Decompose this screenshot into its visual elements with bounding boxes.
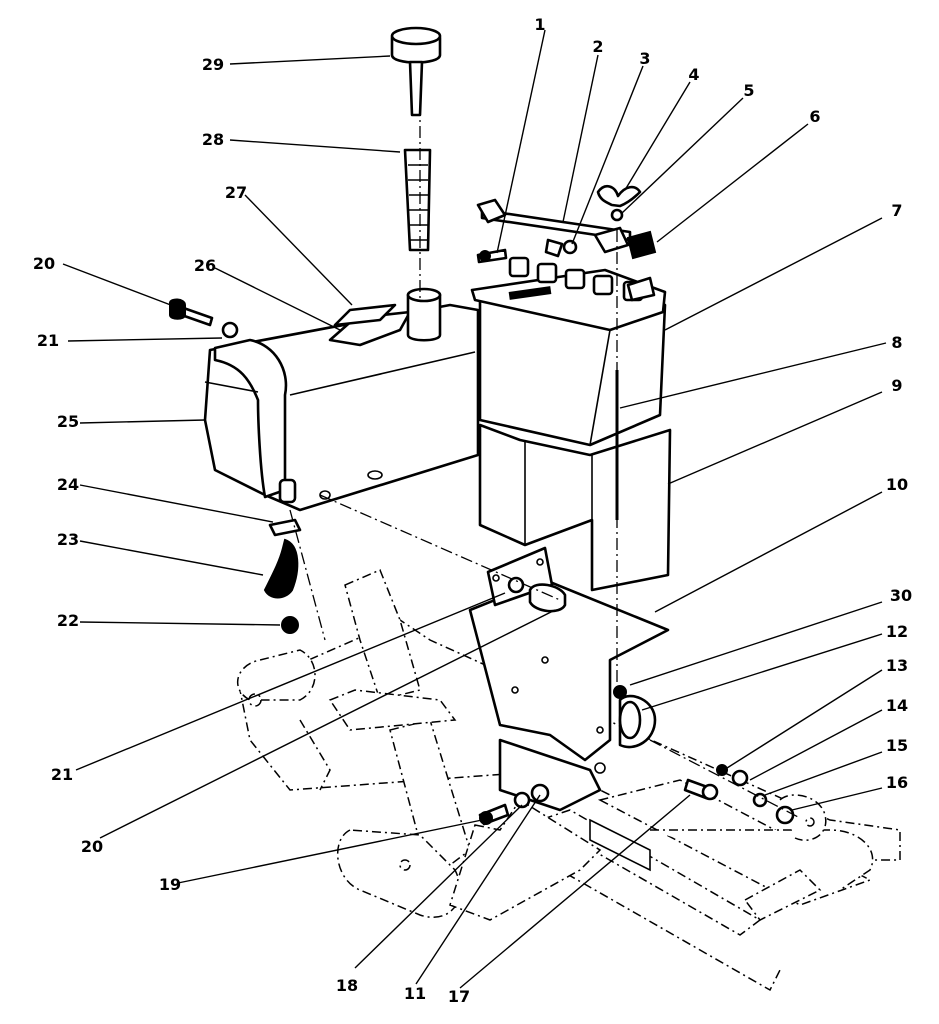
leader-lines — [62, 29, 887, 989]
callout-27: 27 — [225, 183, 247, 202]
callout-20-lower: 20 — [81, 837, 103, 856]
solenoid-hardware — [649, 739, 801, 825]
callout-5: 5 — [743, 81, 754, 100]
callout-18: 18 — [336, 976, 358, 995]
solenoid — [613, 685, 657, 749]
callout-29: 29 — [202, 55, 224, 74]
callout-30: 30 — [890, 586, 912, 605]
tank-bolt — [169, 298, 239, 339]
callout-2: 2 — [592, 37, 603, 56]
callout-7: 7 — [891, 201, 902, 220]
callout-21-upper: 21 — [37, 331, 59, 350]
callout-20-upper: 20 — [33, 254, 55, 273]
callout-17: 17 — [448, 987, 470, 1006]
callout-10: 10 — [886, 475, 908, 494]
callout-23: 23 — [57, 530, 79, 549]
callout-21-lower: 21 — [51, 765, 73, 784]
callout-16: 16 — [886, 773, 908, 792]
filler-neck — [403, 60, 442, 342]
callout-14: 14 — [886, 696, 908, 715]
callout-8: 8 — [891, 333, 902, 352]
fuel-tank — [203, 303, 480, 512]
fuel-cap — [390, 26, 442, 117]
callout-11: 11 — [404, 984, 426, 1003]
callout-25: 25 — [57, 412, 79, 431]
bracket-bolt — [319, 494, 567, 613]
callout-12: 12 — [886, 622, 908, 641]
callout-28: 28 — [202, 130, 224, 149]
callouts: 1 2 3 4 5 6 7 8 9 10 30 12 13 14 15 16 1… — [33, 15, 912, 1006]
battery-tray — [478, 423, 672, 592]
callout-24: 24 — [57, 475, 79, 494]
callout-19: 19 — [159, 875, 181, 894]
mount-hardware — [478, 783, 550, 826]
callout-13: 13 — [886, 656, 908, 675]
callout-9: 9 — [891, 376, 902, 395]
callout-4: 4 — [688, 65, 699, 84]
fuel-line — [263, 509, 326, 641]
callout-26: 26 — [194, 256, 216, 275]
callout-1: 1 — [534, 15, 545, 34]
callout-22: 22 — [57, 611, 79, 630]
callout-3: 3 — [639, 49, 650, 68]
callout-6: 6 — [809, 107, 820, 126]
battery-hardware — [476, 184, 657, 302]
callout-15: 15 — [886, 736, 908, 755]
